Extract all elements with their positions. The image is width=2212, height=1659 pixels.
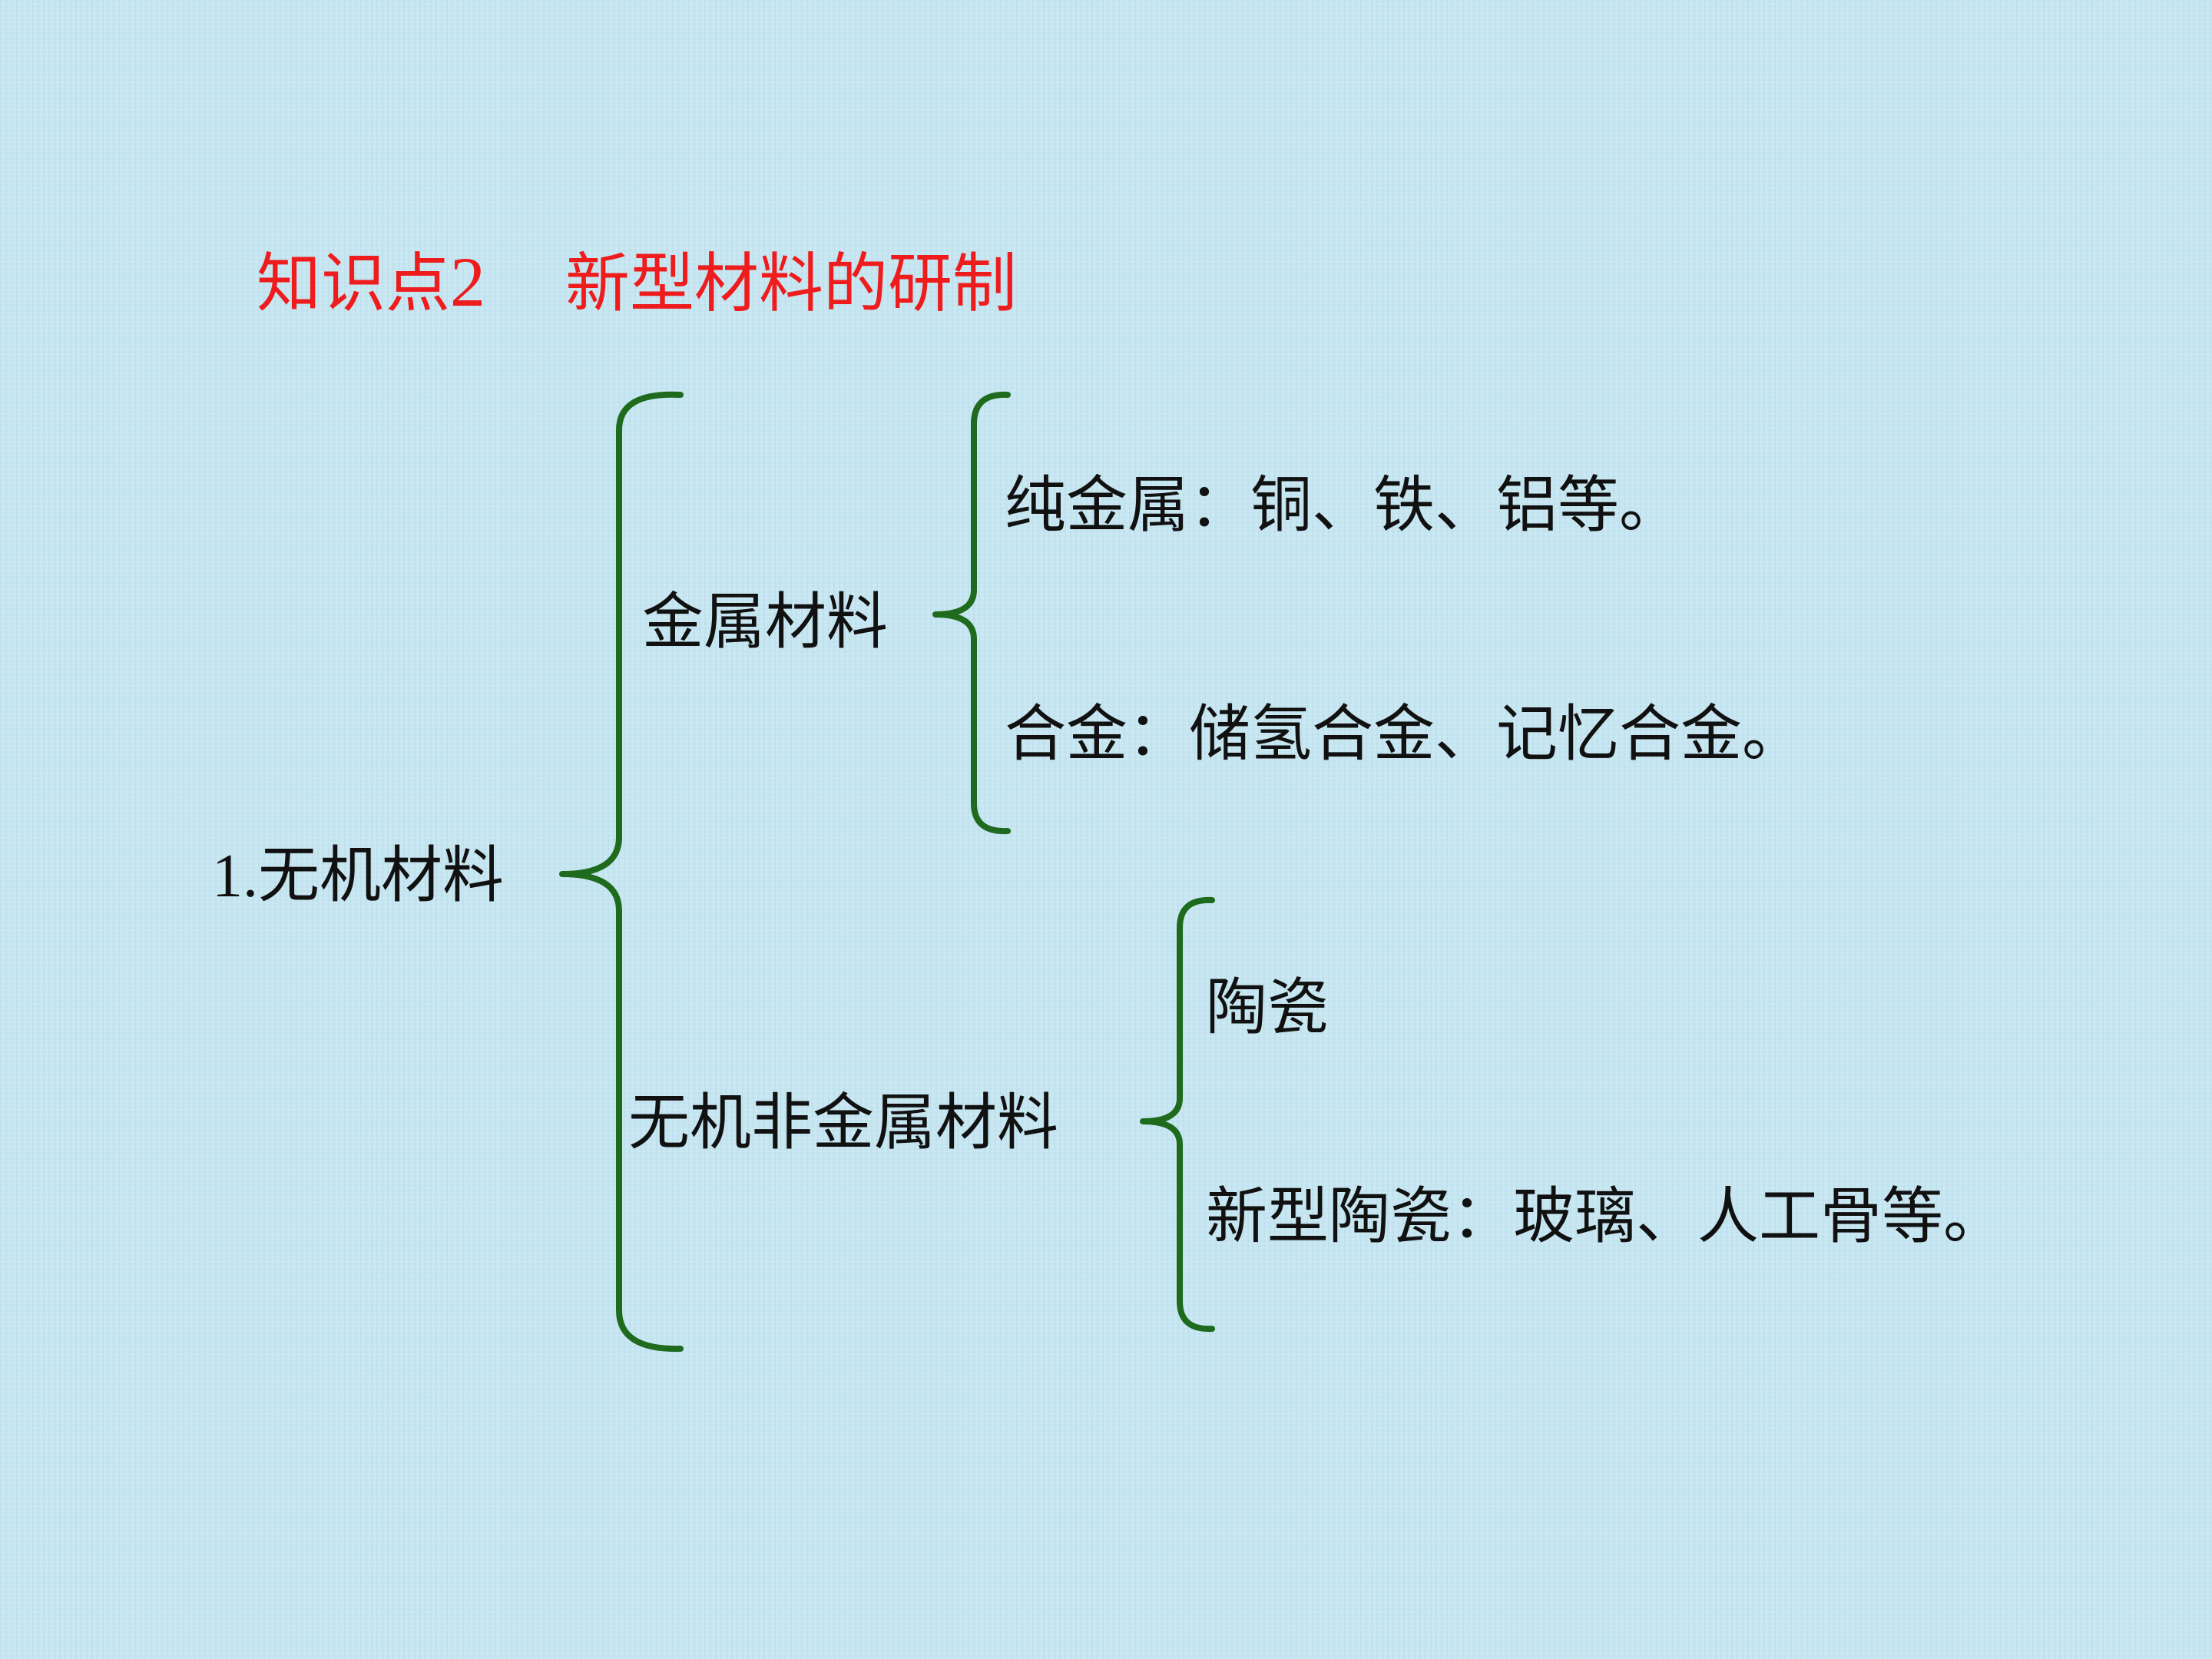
metal-brace [932, 391, 1011, 835]
root-brace [559, 391, 684, 1353]
title-prefix: 知识点 [257, 246, 451, 321]
leaf-new-ceramic: 新型陶瓷：玻璃、人工骨等。 [1206, 1181, 2005, 1252]
nonmetal-brace [1140, 896, 1215, 1333]
slide-title: 知识点2 新型材料的研制 [257, 240, 1017, 326]
title-text: 新型材料的研制 [565, 246, 1018, 321]
title-number: 2 [450, 243, 486, 321]
leaf-alloy: 合金：储氢合金、记忆合金。 [1005, 698, 1803, 770]
root-text: 无机材料 [258, 839, 504, 911]
leaf-pure-metal: 纯金属：铜、铁、铝等。 [1005, 469, 1681, 541]
branch-label-metal: 金属材料 [642, 586, 888, 657]
leaf-ceramic: 陶瓷 [1206, 972, 1329, 1043]
branch-label-nonmetal: 无机非金属材料 [628, 1087, 1058, 1158]
root-node-label: 1.无机材料 [212, 837, 504, 915]
root-number: 1. [212, 843, 258, 910]
